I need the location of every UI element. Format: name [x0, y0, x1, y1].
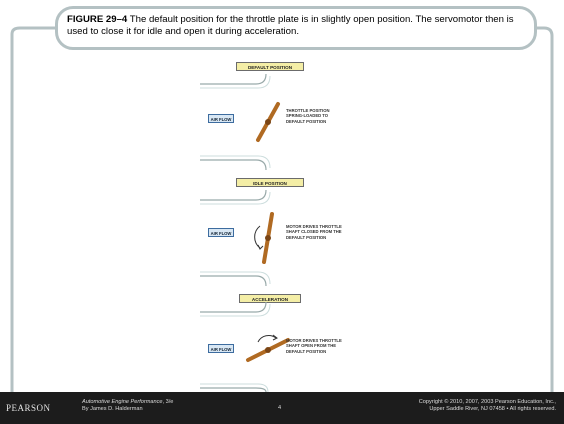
figure-label: FIGURE 29–4: [67, 14, 128, 25]
throttle-bore-acceleration: [200, 301, 290, 393]
airflow-arrow: AIR FLOW: [208, 344, 234, 353]
throttle-bore-default: [200, 73, 280, 171]
idle-position-note: MOTOR DRIVES THROTTLE SHAFT CLOSED FROM …: [286, 224, 342, 240]
copyright: Copyright © 2010, 2007, 2003 Pearson Edu…: [419, 399, 556, 413]
airflow-arrow: AIR FLOW: [208, 228, 234, 237]
default-position-note: THROTTLE POSITION SPRING-LOADED TO DEFAU…: [286, 108, 330, 124]
page-number: 4: [278, 405, 282, 411]
figure-caption-text: The default position for the throttle pl…: [67, 14, 514, 37]
acceleration-diagram: AIR FLOW MOTOR DRIVES THROTTLE SHAFT OPE…: [200, 301, 370, 398]
book-credit: Automotive Engine Performance, 3/e By Ja…: [82, 399, 173, 413]
copyright-line-1: Copyright © 2010, 2007, 2003 Pearson Edu…: [418, 399, 556, 405]
airflow-arrow: AIR FLOW: [208, 114, 234, 123]
slide-footer: PEARSON Automotive Engine Performance, 3…: [0, 392, 564, 424]
book-edition: , 3/e: [162, 399, 174, 405]
throttle-bore-idle: [200, 189, 274, 287]
figure-caption: FIGURE 29–4 The default position for the…: [55, 6, 537, 50]
copyright-line-2: Upper Saddle River, NJ 07458 • All right…: [429, 406, 556, 412]
book-author: By James D. Halderman: [82, 406, 143, 412]
acceleration-note: MOTOR DRIVES THROTTLE SHAFT OPEN FROM TH…: [286, 338, 342, 354]
book-title: Automotive Engine Performance: [82, 399, 163, 405]
acceleration-label: ACCELERATION: [239, 294, 301, 303]
pearson-logo: PEARSON: [6, 403, 51, 413]
default-position-diagram: AIR FLOW THROTTLE POSITION SPRING-LOADED…: [200, 73, 370, 171]
default-position-label: DEFAULT POSITION: [236, 62, 304, 71]
idle-position-diagram: AIR FLOW MOTOR DRIVES THROTTLE SHAFT CLO…: [200, 189, 370, 287]
idle-position-label: IDLE POSITION: [236, 178, 304, 187]
